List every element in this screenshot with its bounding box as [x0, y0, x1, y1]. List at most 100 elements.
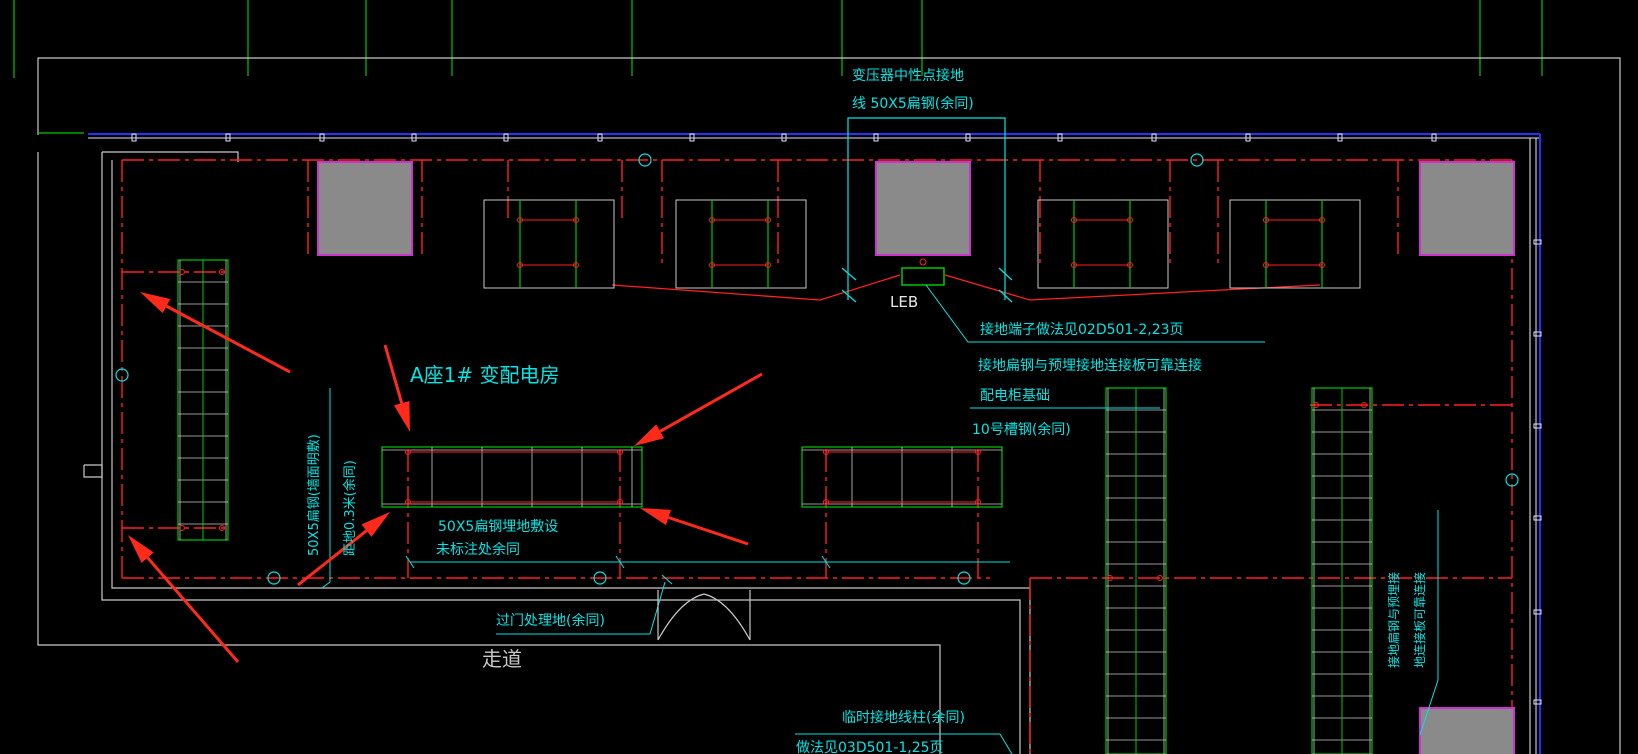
top-blue-wall-strip: [88, 133, 1541, 754]
cabinet-outline: [1037, 199, 1169, 289]
ground-point: [709, 217, 715, 223]
strip-marker: [597, 133, 603, 142]
tray-frame: [381, 446, 643, 508]
strip-marker: [689, 133, 695, 142]
strip-marker: [965, 133, 971, 142]
cabinet-outline: [1229, 199, 1361, 289]
ground-point: [765, 262, 771, 268]
right-vertical-1: 接地扁钢与预埋接: [1386, 572, 1401, 668]
arrow-shaft: [667, 516, 749, 546]
arrow-shaft: [383, 344, 404, 404]
arrow-head: [394, 400, 410, 432]
strip-markers: [131, 133, 1542, 705]
arrow-head: [634, 424, 665, 446]
terminal-note: 接地端子做法见02D501-2,23页: [980, 321, 1184, 338]
strip-marker: [319, 133, 325, 142]
transformer-title: 变压器中性点接地: [852, 67, 964, 84]
leb-label: LEB: [890, 293, 918, 311]
transformer-grounding-bracket: [841, 117, 1013, 303]
annotation-arrow: [140, 292, 291, 374]
arrow-shaft: [659, 372, 763, 433]
ground-point: [1107, 575, 1113, 581]
annotation-arrow: [634, 372, 763, 446]
top-grid-ticks: [13, 0, 1543, 78]
strip-marker: [873, 133, 879, 142]
strip-marker: [1533, 699, 1542, 705]
cabinet-base: 配电柜基础: [980, 387, 1050, 404]
top-cabinets: [483, 199, 1361, 289]
ground-point: [709, 262, 715, 268]
door-opening: [657, 590, 751, 641]
transformer: [875, 161, 971, 256]
ground-point: [517, 262, 523, 268]
strip-marker: [781, 133, 787, 142]
strip-marker: [1533, 331, 1542, 337]
transformer: [1419, 161, 1515, 256]
temp-ground-post: 临时接地线柱(余同): [842, 709, 965, 726]
ground-point: [179, 269, 185, 275]
arrow-head: [128, 535, 154, 563]
ground-point: [1263, 262, 1269, 268]
bond-note: 接地扁钢与预埋接地连接板可靠连接: [978, 357, 1202, 374]
strip-marker: [1431, 133, 1437, 142]
ground-point: [1313, 402, 1319, 408]
cable-trays: [177, 259, 1373, 754]
cabinet-outline: [675, 199, 807, 289]
vertical-note-1: 50X5扁钢(墙面明敷): [307, 434, 322, 556]
ground-point: [219, 269, 225, 275]
transformer: [317, 161, 413, 256]
annotation-arrow: [383, 344, 410, 432]
strip-marker: [131, 133, 137, 142]
ground-point: [573, 217, 579, 223]
strip-marker: [1533, 515, 1542, 521]
ground-point: [765, 217, 771, 223]
ground-point: [1071, 217, 1077, 223]
leb-box[interactable]: [901, 258, 945, 286]
leb-feeder-lines: [611, 274, 1321, 301]
strip-marker: [1057, 133, 1063, 142]
buried-steel-2: 未标注处余同: [436, 541, 520, 558]
transformer: [1419, 707, 1515, 754]
annotation-arrow: [297, 512, 390, 587]
strip-marker: [1533, 423, 1542, 429]
ground-point: [573, 262, 579, 268]
buried-steel-1: 50X5扁钢埋地敷设: [438, 519, 558, 535]
ground-point: [1157, 575, 1163, 581]
ground-point: [179, 525, 185, 531]
building-walls: [37, 57, 1621, 754]
strip-marker: [411, 133, 417, 142]
ground-point: [1319, 262, 1325, 268]
leader-lines: [321, 284, 1439, 754]
transformers: [317, 161, 1515, 754]
arrow-shaft: [146, 556, 240, 663]
ground-point: [517, 217, 523, 223]
arrow-head: [361, 512, 390, 537]
strip-marker: [225, 133, 231, 142]
ground-point: [1361, 402, 1367, 408]
transformer-sub: 线 50X5扁钢(余同): [852, 95, 974, 112]
annotation-arrow: [640, 508, 749, 546]
strip-marker: [1245, 133, 1251, 142]
ground-point: [1071, 262, 1077, 268]
channel-steel: 10号槽钢(余同): [972, 421, 1071, 438]
temp-ground-ref: 做法见03D501-1,25页: [796, 740, 944, 754]
corridor-label: 走道: [482, 647, 522, 671]
cabinet-outline: [483, 199, 615, 289]
ground-point: [1127, 262, 1133, 268]
ground-point: [1263, 217, 1269, 223]
arrow-head: [140, 292, 171, 314]
annotation-arrows: [128, 292, 763, 663]
ground-point: [1127, 217, 1133, 223]
arrow-shaft: [297, 529, 368, 587]
strip-marker: [1533, 239, 1542, 245]
room-name: A座1# 变配电房: [410, 363, 560, 387]
test-points: [115, 153, 1519, 585]
arrow-head: [640, 508, 671, 526]
door-treatment: 过门处理地(余同): [496, 612, 605, 629]
ground-point: [1319, 217, 1325, 223]
strip-marker: [1337, 133, 1343, 142]
annotation-arrow: [128, 535, 240, 663]
strip-marker: [1151, 133, 1157, 142]
vertical-note-2: 距地0.3米(余同): [342, 460, 358, 556]
